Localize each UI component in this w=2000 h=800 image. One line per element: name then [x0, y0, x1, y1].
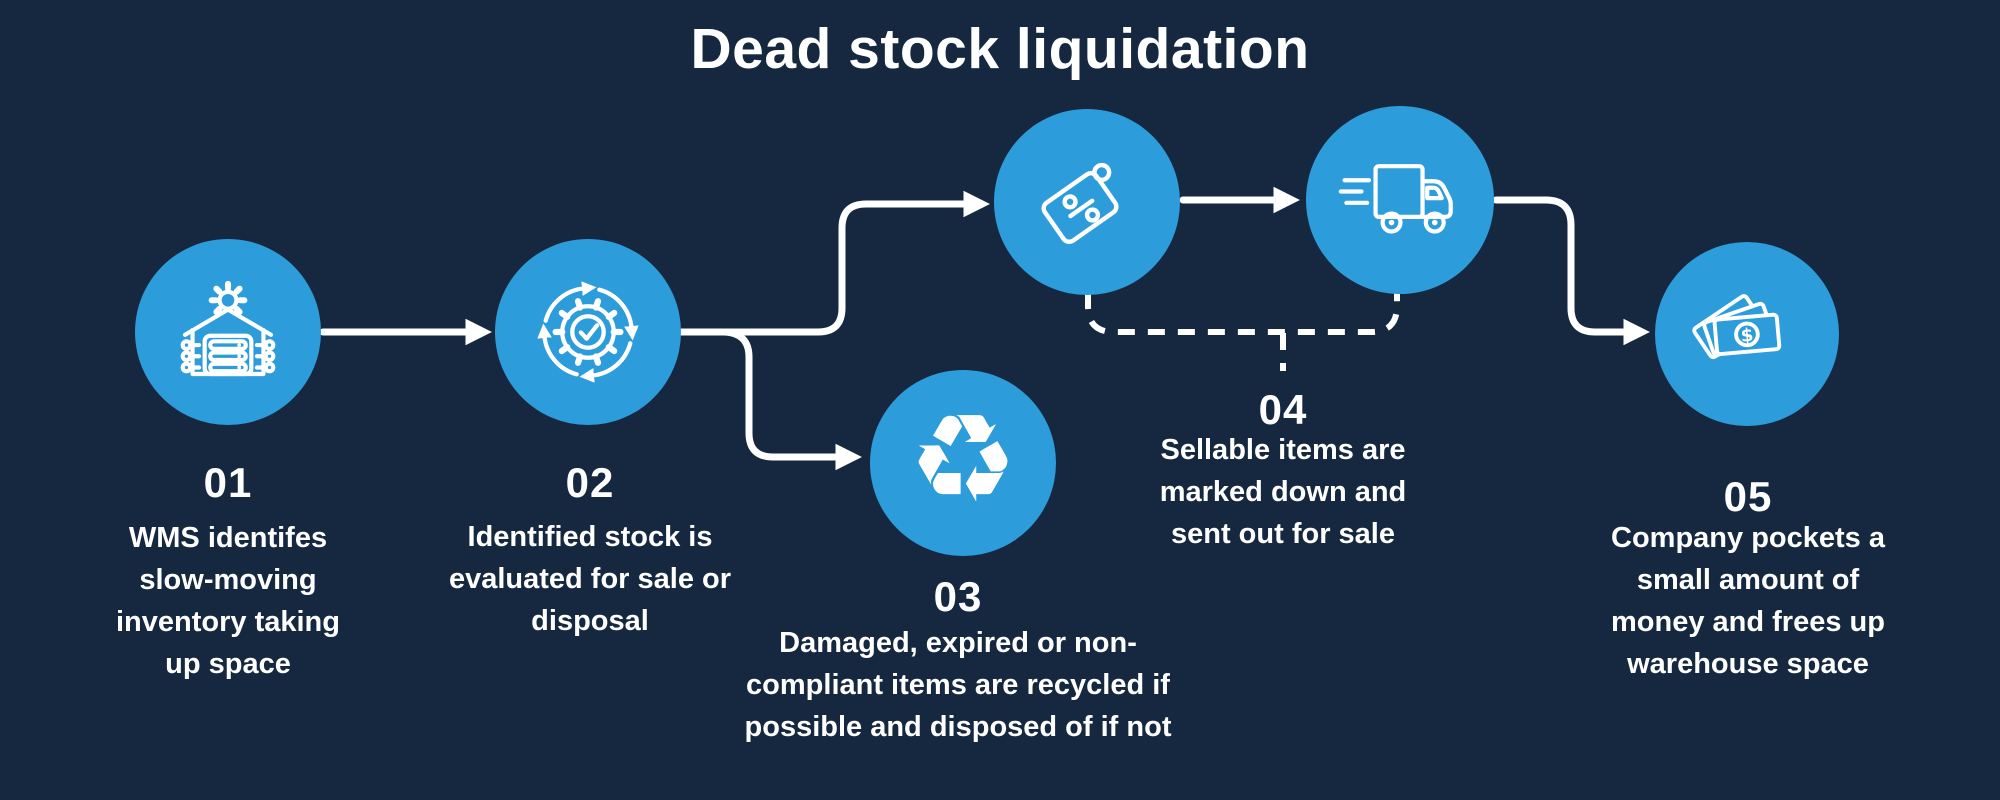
cash-icon: $ [1692, 294, 1782, 360]
step-02-description: Identified stock is evaluated for sale o… [449, 516, 731, 642]
text-line: small amount of [1636, 564, 1860, 596]
text-line: Identified stock is [467, 521, 713, 553]
step-04-description: Sellable items are marked down and sent … [1160, 429, 1407, 555]
text-line: marked down and [1159, 476, 1407, 508]
recycle-icon: ♻ [908, 388, 1018, 530]
step-01-number: 01 [203, 459, 253, 506]
text-line: possible and disposed of if not [744, 711, 1172, 743]
text-line: Sellable items are [1160, 434, 1406, 466]
step-03-node: ♻ [870, 370, 1056, 556]
page-title: Dead stock liquidation [690, 17, 1310, 81]
smart-warehouse-icon [180, 280, 276, 377]
step-05-description: Company pockets a small amount of money … [1611, 517, 1885, 685]
text-line: sent out for sale [1170, 518, 1395, 550]
text-line: warehouse space [1627, 648, 1869, 680]
step-01-description: WMS identifes slow-moving inventory taki… [116, 517, 340, 685]
step-04-truck-node [1306, 106, 1494, 294]
text-line: WMS identifes [128, 522, 328, 554]
step-05-number: 05 [1723, 473, 1773, 520]
connector-step2-pricetag [677, 190, 990, 336]
step-02-node [495, 239, 681, 425]
price-tag-icon [1041, 162, 1119, 244]
step-04-number: 04 [1258, 386, 1308, 433]
connector-truck-step5 [1492, 196, 1650, 346]
delivery-truck-icon [1338, 164, 1453, 234]
text-line: slow-moving [139, 564, 317, 596]
connector-step2-recycle [720, 328, 862, 471]
text-line: disposal [531, 605, 649, 637]
step-04-pricetag-node [994, 109, 1180, 295]
text-line: inventory taking [116, 606, 340, 638]
step-05-node: $ [1655, 242, 1839, 426]
text-line: compliant items are recycled if [746, 669, 1170, 701]
step-02-number: 02 [565, 459, 615, 506]
text-line: Company pockets a [1611, 522, 1885, 554]
step-03-number: 03 [933, 573, 983, 620]
dollar-glyph: $ [1740, 325, 1754, 347]
text-line: money and frees up [1611, 606, 1885, 638]
gear-check-cycle-icon [537, 281, 639, 383]
text-line: Damaged, expired or non- [779, 627, 1137, 659]
step-01-node [135, 239, 321, 425]
step-03-description: Damaged, expired or non- compliant items… [745, 622, 1172, 748]
step4-dashed-bracket [1085, 292, 1400, 335]
text-line: up space [165, 648, 291, 680]
text-line: evaluated for sale or [448, 563, 732, 595]
